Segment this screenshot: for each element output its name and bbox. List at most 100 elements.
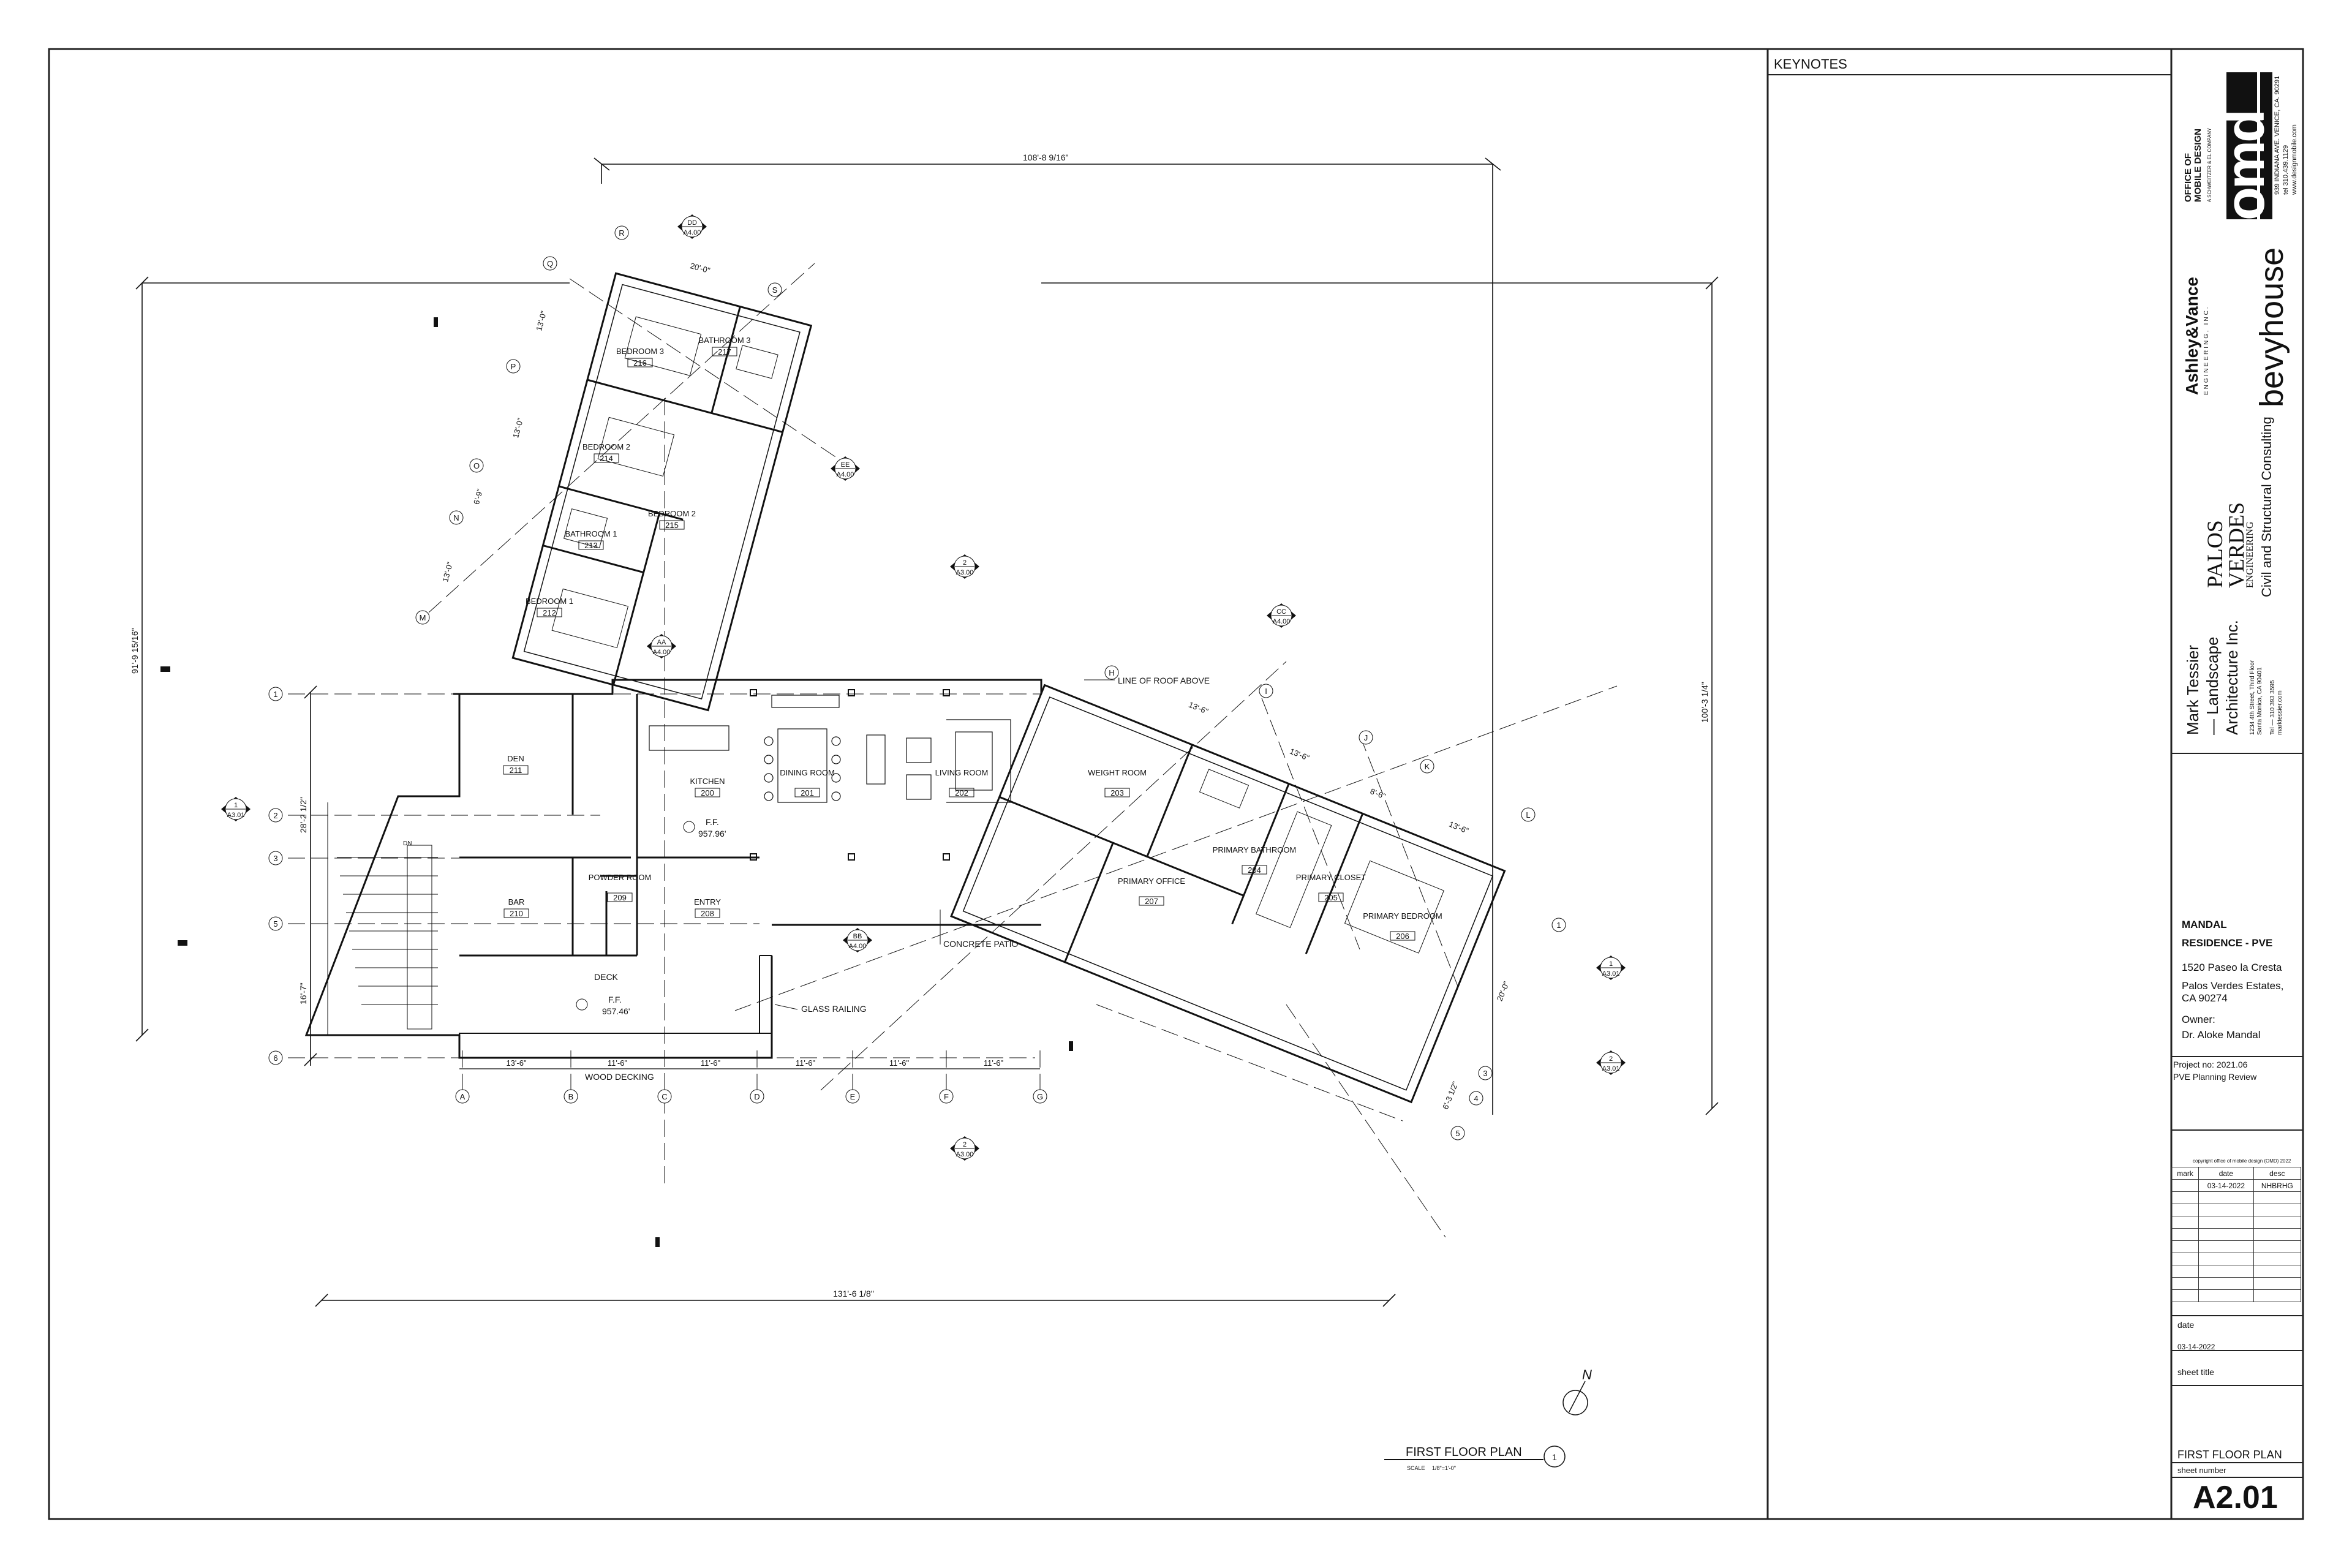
section-marks: 1A3.01 2A3.00 2A3.00 BB A4.00 AA A4.00 EEA…: [221, 214, 1626, 1161]
dim-wing-n: 13'-0": [440, 561, 454, 583]
svg-text:S: S: [772, 285, 778, 295]
ashley-vance-sub: ENGINEERING, INC.: [2203, 305, 2210, 395]
dim-wing-r: 13'-0": [534, 310, 548, 332]
svg-text:2: 2: [963, 1141, 967, 1148]
svg-text:1: 1: [1556, 921, 1561, 930]
svg-text:A4.00: A4.00: [653, 649, 671, 656]
svg-text:215: 215: [665, 521, 679, 530]
overall-dimensions: [135, 157, 1719, 1307]
project-address-2: Palos Verdes Estates,: [2182, 980, 2284, 992]
grid-bubble-h: H: [1104, 665, 1119, 680]
grid-bubble-n: N: [449, 510, 464, 525]
main-walls: [304, 679, 1042, 1059]
omd-web: www.designmobile.com: [2291, 124, 2298, 195]
rev-header-mark: mark: [2171, 1167, 2199, 1180]
tessier-line2: — Landscape: [2203, 636, 2222, 735]
svg-text:3: 3: [273, 854, 277, 863]
dim-bottom-fg: 11'-6": [984, 1058, 1004, 1068]
palos-tagline: Civil and Structural Consulting: [2259, 417, 2274, 597]
omd-name: OFFICE OF MOBILE DESIGN: [2183, 128, 2203, 202]
svg-text:2: 2: [963, 559, 967, 567]
svg-text:BEDROOM 2: BEDROOM 2: [648, 509, 696, 518]
grid-bubble-g: G: [1033, 1089, 1047, 1104]
dim-left-5-6: 16'-7": [298, 982, 308, 1005]
dim-left-2-5: 28'-2 1/2": [298, 797, 308, 833]
omd-address: 939 INDIANA AVE. VENICE, CA. 90291: [2274, 75, 2281, 195]
window-mullions: [750, 689, 950, 861]
ff-label-lower: F.F.: [608, 995, 622, 1005]
svg-text:A4.00: A4.00: [849, 943, 867, 950]
svg-text:P: P: [511, 362, 516, 371]
svg-text:M: M: [420, 613, 426, 622]
ff-value-upper: 957.96': [698, 829, 726, 839]
section-mark-2-a300-bottom: 2A3.00: [950, 1136, 979, 1161]
svg-text:213: 213: [584, 541, 598, 550]
drawing-scale-label: SCALE: [1407, 1465, 1425, 1471]
dim-east-small: 6'-3 1/2": [1441, 1080, 1460, 1110]
section-mark-1-a301: 1A3.01: [221, 797, 251, 821]
dim-bottom-de: 11'-6": [796, 1058, 816, 1068]
stair-treads: [337, 857, 438, 1005]
svg-text:A4.00: A4.00: [1273, 618, 1291, 625]
svg-text:BEDROOM 3: BEDROOM 3: [616, 347, 664, 356]
section-mark-bb: BB A4.00: [843, 928, 872, 952]
svg-text:POWDER ROOM: POWDER ROOM: [589, 873, 652, 882]
grid-bubble-f: F: [939, 1089, 954, 1104]
project-name-line2: RESIDENCE - PVE: [2182, 937, 2273, 949]
svg-text:J: J: [1364, 733, 1368, 742]
section-cut-ends: [160, 317, 1073, 1247]
dim-bottom-ab: 13'-6": [506, 1058, 527, 1068]
copyright-note: copyright office of mobile design (OMD) …: [2193, 1158, 2291, 1164]
svg-text:O: O: [473, 461, 480, 470]
room-bedroom-2b: BEDROOM 2 215: [648, 509, 696, 530]
section-mark-aa: AA A4.00: [647, 634, 676, 658]
drawing-title: FIRST FLOOR PLAN: [1406, 1446, 1522, 1459]
note-deck: DECK: [594, 972, 619, 982]
svg-text:ENTRY: ENTRY: [694, 897, 721, 907]
drawing-number-bubble: [1544, 1446, 1566, 1468]
omd-phone: tel 310.439.1129: [2282, 145, 2290, 195]
bedroom-wing: [511, 272, 813, 712]
dim-east-ij: 13'-6": [1289, 747, 1311, 763]
svg-text:BAR: BAR: [508, 897, 525, 907]
ashley-vance-logo: Ashley&Vance: [2182, 277, 2201, 395]
grid-bubble-b: B: [564, 1089, 578, 1104]
svg-text:211: 211: [510, 766, 522, 775]
svg-text:DEN: DEN: [507, 754, 524, 763]
svg-text:C: C: [662, 1092, 667, 1101]
svg-text:BB: BB: [853, 933, 862, 940]
sheet-border: [48, 48, 2304, 1520]
svg-text:DD: DD: [687, 219, 697, 227]
owner-label: Owner:: [2182, 1014, 2215, 1025]
revision-table: mark date desc 03-14-2022 NHBRHG: [2171, 1167, 2302, 1302]
svg-text:PRIMARY BATHROOM: PRIMARY BATHROOM: [1213, 845, 1297, 854]
tessier-addr2: Santa Monica, CA 90401: [2256, 667, 2263, 735]
furniture: [649, 695, 1011, 803]
svg-text:200: 200: [701, 788, 714, 797]
project-address-1: 1520 Paseo la Cresta: [2182, 962, 2282, 973]
dim-east-side: 20'-0": [1495, 980, 1511, 1003]
sheet-number-label: sheet number: [2177, 1466, 2226, 1475]
sheet-title-label: sheet title: [2177, 1367, 2214, 1377]
svg-text:214: 214: [600, 454, 613, 463]
svg-text:LIVING ROOM: LIVING ROOM: [935, 768, 989, 777]
grid-bubble-3: 3: [268, 851, 283, 865]
svg-text:A3.00: A3.00: [956, 1151, 974, 1158]
grid-bubble-e5: 5: [1450, 1126, 1465, 1140]
svg-text:AA: AA: [657, 639, 666, 646]
grid-bubble-1: 1: [268, 687, 283, 701]
dim-right-overall: 100'-3 1/4": [1700, 682, 1709, 723]
svg-text:201: 201: [801, 788, 814, 797]
svg-text:B: B: [568, 1092, 574, 1101]
drawing-number: 1: [1552, 1452, 1557, 1462]
svg-text:208: 208: [701, 909, 714, 918]
